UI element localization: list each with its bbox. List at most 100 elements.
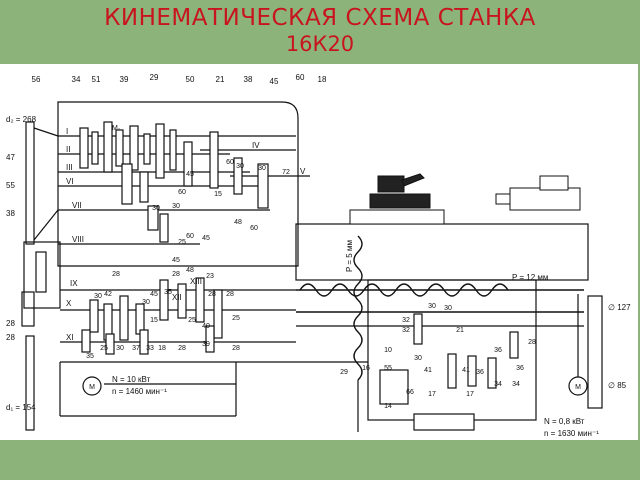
svg-text:25: 25 [100,345,108,352]
svg-text:18: 18 [158,345,166,352]
shaft-label: IV [252,141,260,150]
svg-text:10: 10 [384,347,392,354]
svg-text:60: 60 [186,233,194,240]
main-motor-power: N = 10 кВт [112,375,151,384]
svg-text:17: 17 [428,391,436,398]
title-line-2: 16К20 [285,32,355,56]
gear-56 [79,127,89,169]
top-number: 38 [244,75,253,84]
gear-iv [209,131,219,189]
pulley-d2 [25,121,35,245]
svg-text:29: 29 [340,369,348,376]
svg-text:39: 39 [202,341,210,348]
top-number: 21 [216,75,225,84]
tooth-numbers: 60 30 30 72 45 60 15 30 30 48 60 60 45 2… [86,159,536,410]
svg-text:25: 25 [188,317,196,324]
top-number: 60 [296,73,305,82]
svg-text:41: 41 [424,367,432,374]
svg-text:28: 28 [172,271,180,278]
shaft-label: II [66,145,70,154]
left-number: 38 [6,209,15,218]
kinematic-diagram: 56 34 51 39 29 50 21 38 45 60 18 d₂ = 26… [6,73,631,438]
svg-text:60: 60 [226,159,234,166]
tailstock [495,175,581,211]
cross-feed-screw [353,235,363,381]
svg-text:23: 23 [206,273,214,280]
svg-text:30: 30 [414,355,422,362]
svg-text:34: 34 [494,381,502,388]
svg-text:28: 28 [232,345,240,352]
left-number: 47 [6,153,15,162]
aux-motor-power: N = 0,8 кВт [544,417,585,426]
svg-text:36: 36 [516,365,524,372]
rapid-traverse-pulley [587,295,603,409]
shaft-label: XIII [190,277,202,286]
rapid-motor-letter: M [575,384,581,391]
pulley-d1-label: d₁ = 154 [6,403,36,412]
left-number: 28 [6,333,15,342]
top-number: 51 [92,75,101,84]
svg-text:45: 45 [150,291,158,298]
top-number: 50 [186,75,195,84]
top-number: 56 [32,75,41,84]
svg-text:30: 30 [258,165,266,172]
svg-text:45: 45 [202,235,210,242]
top-number: 39 [120,75,129,84]
svg-text:14: 14 [384,403,392,410]
apron-gear [379,369,409,405]
clutch-m1 [103,121,113,173]
top-number: 45 [270,77,279,86]
svg-text:66: 66 [406,389,414,396]
svg-text:25: 25 [232,315,240,322]
pulley-d1 [25,335,35,431]
svg-text:35: 35 [86,353,94,360]
main-motor-icon [82,376,102,396]
svg-text:48: 48 [186,267,194,274]
svg-text:55: 55 [384,365,392,372]
svg-text:36: 36 [494,347,502,354]
svg-text:15: 15 [150,317,158,324]
lead-screw-thread [299,283,509,297]
shaft-label: III [66,163,73,172]
shaft-label: XI [66,333,74,342]
top-number: 29 [150,73,159,82]
svg-text:30: 30 [236,163,244,170]
svg-text:25: 25 [178,239,186,246]
main-motor-speed: n = 1460 мин⁻¹ [112,387,167,396]
svg-text:34: 34 [512,381,520,388]
gear-quadrant [23,241,61,309]
svg-text:28: 28 [178,345,186,352]
svg-text:33: 33 [146,345,154,352]
headstock-housing [57,101,299,267]
kinematic-diagram-sheet: 56 34 51 39 29 50 21 38 45 60 18 d₂ = 26… [0,64,638,440]
svg-text:45: 45 [186,171,194,178]
svg-text:42: 42 [104,291,112,298]
clutch-label: M₁ [112,125,121,132]
lead-screw-pitch: P = 12 мм [512,273,548,282]
svg-text:30: 30 [152,205,160,212]
svg-text:30: 30 [94,293,102,300]
shaft-label: VII [72,201,82,210]
aux-motor-speed: n = 1630 мин⁻¹ [544,429,599,438]
svg-text:36: 36 [476,369,484,376]
shaft-label: V [300,167,306,176]
left-number: 55 [6,181,15,190]
svg-text:21: 21 [456,327,464,334]
shaft-label: VIII [72,235,84,244]
svg-text:30: 30 [116,345,124,352]
svg-text:32: 32 [402,327,410,334]
tool-post [349,173,445,225]
diameter-127: ∅ 127 [608,303,631,312]
svg-text:32: 32 [402,317,410,324]
svg-text:30: 30 [142,299,150,306]
top-number: 34 [72,75,81,84]
svg-text:40: 40 [202,323,210,330]
pulley-d2-label: d₂ = 268 [6,115,37,124]
slide-title: КИНЕМАТИЧЕСКАЯ СХЕМА СТАНКА 16К20 [0,4,640,56]
svg-text:28: 28 [528,339,536,346]
svg-text:15: 15 [214,191,222,198]
svg-text:48: 48 [234,219,242,226]
svg-text:41: 41 [462,367,470,374]
top-number: 18 [318,75,327,84]
shaft-label: X [66,299,72,308]
